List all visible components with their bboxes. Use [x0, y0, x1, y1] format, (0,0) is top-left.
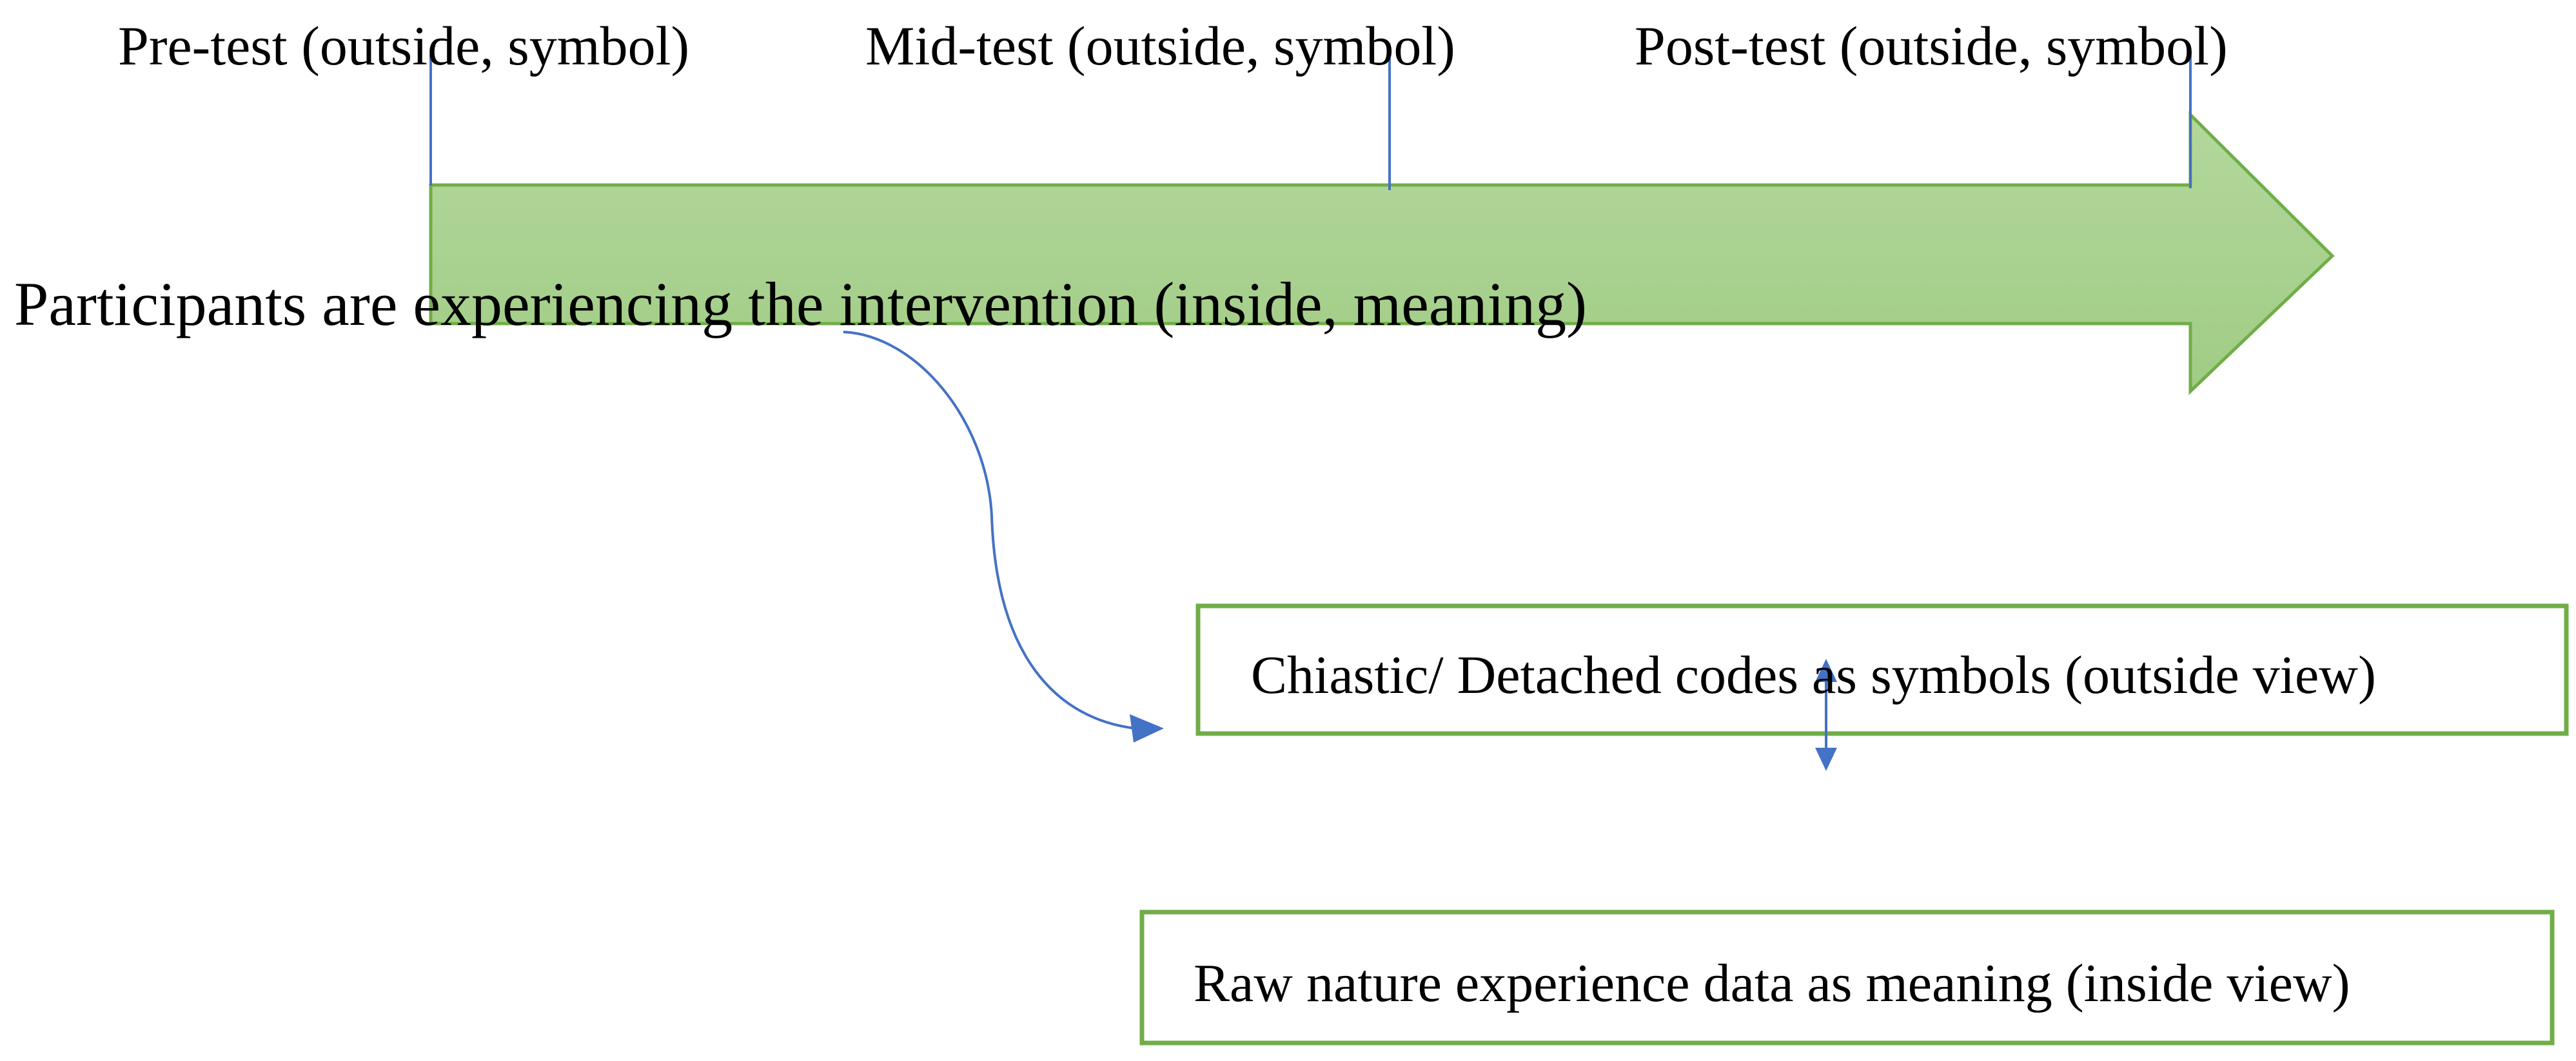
post-test-label: Post-test (outside, symbol): [1635, 15, 2228, 77]
inside-view-label: Raw nature experience data as meaning (i…: [1194, 953, 2350, 1013]
inside-view-box: [1139, 910, 2555, 1046]
mid-test-label: Mid-test (outside, symbol): [865, 15, 1455, 77]
pre-test-label: Pre-test (outside, symbol): [118, 15, 690, 77]
double-arrow-head-down: [1815, 748, 1837, 771]
intervention-label: Participants are experiencing the interv…: [14, 269, 1588, 338]
curved-connector: [843, 331, 1136, 730]
outside-view-box: [1195, 603, 2569, 736]
timeline-arrow: [429, 110, 2335, 395]
outside-view-label: Chiastic/ Detached codes as symbols (out…: [1251, 645, 2376, 705]
curved-connector-arrowhead: [1130, 714, 1164, 743]
double-arrow-head-up: [1815, 659, 1837, 682]
